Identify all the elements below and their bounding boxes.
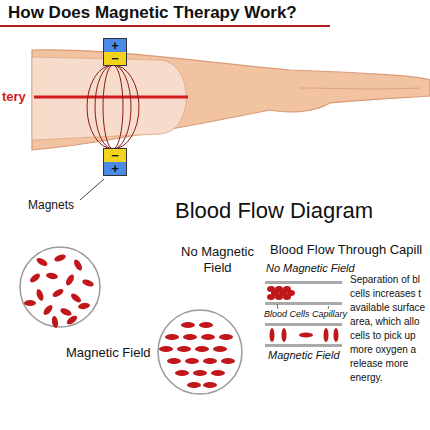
leader-line (277, 304, 278, 309)
section-heading: Blood Flow Diagram (175, 198, 373, 224)
magnet-pole: − (104, 149, 126, 162)
capillary (265, 323, 342, 347)
blood-circle (158, 310, 242, 394)
capillary-caption: No Magnetic Field (266, 262, 355, 275)
note-text: cells increases t (350, 288, 421, 300)
field-label: Magnetic Field (66, 345, 151, 361)
magnet-label: Magnets (28, 198, 74, 212)
capillary-caption: Magnetic Field (268, 349, 340, 362)
part-label: Blood Cells (264, 309, 310, 320)
note-text: release more (350, 358, 408, 370)
note-text: area, which allo (350, 316, 419, 328)
field-label: No Magnetic Field (170, 244, 265, 275)
note-text: available surface (350, 302, 425, 314)
field-lines (87, 65, 139, 149)
artery-label: tery (2, 89, 26, 105)
part-label: Capillary (312, 309, 347, 320)
leader-line (328, 306, 329, 309)
note-text: Separation of bl (350, 274, 420, 286)
magnet: +− (103, 38, 127, 66)
note-text: more oxygen a (350, 344, 416, 356)
leader-line (80, 179, 104, 200)
magnet-pole: + (104, 162, 126, 175)
capillary (265, 281, 342, 305)
title: How Does Magnetic Therapy Work? (8, 3, 297, 23)
blood-circle (20, 247, 100, 328)
section-heading: Blood Flow Through Capill (270, 242, 422, 258)
magnet-pole: + (104, 39, 126, 52)
magnet-pole: − (104, 52, 126, 65)
title-rule (0, 25, 330, 27)
arm-figure (32, 50, 430, 150)
note-text: cells to pick up (350, 330, 416, 342)
magnet: −+ (103, 148, 127, 176)
note-text: energy. (350, 372, 383, 384)
